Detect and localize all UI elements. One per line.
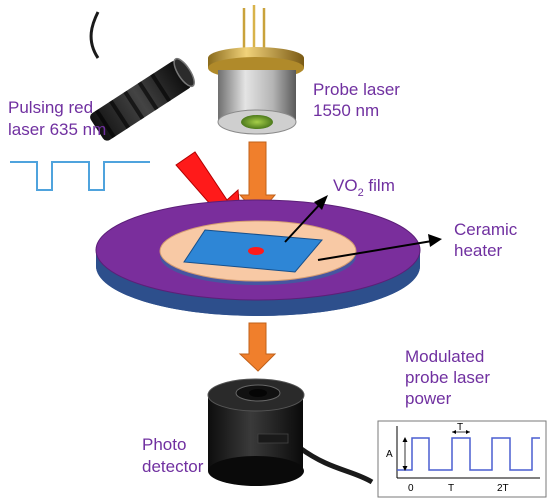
ceramic-heater-label-line1: Ceramic xyxy=(454,220,518,239)
probe-laser-lens xyxy=(241,115,273,129)
pulsing-red-laser xyxy=(89,11,195,141)
x-tick-2t: 2T xyxy=(497,483,509,494)
modulated-waveform xyxy=(397,437,540,471)
period-marker xyxy=(452,430,470,434)
modulated-power-label-line1: Modulated xyxy=(405,347,484,366)
modulated-power-plot: A T 0 T 2T xyxy=(377,420,547,498)
photo-detector-label: Photo detector xyxy=(142,435,204,476)
transmitted-beam-arrow xyxy=(238,322,277,372)
plot-frame xyxy=(377,420,547,498)
modulated-power-label-line3: power xyxy=(405,389,452,408)
photo-detector-label-line1: Photo xyxy=(142,435,186,454)
probe-laser-label-line2: 1550 nm xyxy=(313,101,379,120)
amplitude-marker xyxy=(402,437,408,471)
laser-spot xyxy=(248,247,264,255)
pulsing-laser-label-line1: Pulsing red xyxy=(8,98,93,117)
ceramic-heater-label: Ceramic heater xyxy=(454,220,518,260)
period-label: T xyxy=(457,422,463,433)
pulsing-laser-label: Pulsing red laser 635 nm xyxy=(8,98,106,139)
x-tick-t: T xyxy=(448,483,454,494)
heater-pointer-arrow xyxy=(317,234,442,261)
vo2-film-label: VO2 film xyxy=(333,176,395,199)
vo2-pointer-arrow xyxy=(284,195,328,243)
detector-cable xyxy=(298,445,374,485)
pulsing-laser-label-line2: laser 635 nm xyxy=(8,120,106,139)
laser-cable xyxy=(89,11,100,59)
probe-laser-label-line1: Probe laser xyxy=(313,80,400,99)
pulse-waveform xyxy=(10,161,150,191)
modulated-power-label: Modulated probe laser power xyxy=(405,347,490,408)
modulated-power-label-line2: probe laser xyxy=(405,368,490,387)
photo-detector xyxy=(207,378,374,486)
ceramic-heater-label-line2: heater xyxy=(454,241,503,260)
x-tick-0: 0 xyxy=(408,483,414,494)
probe-laser xyxy=(208,5,304,135)
probe-laser-label: Probe laser 1550 nm xyxy=(313,80,400,120)
photo-detector-label-line2: detector xyxy=(142,457,204,476)
amplitude-label: A xyxy=(386,449,393,460)
